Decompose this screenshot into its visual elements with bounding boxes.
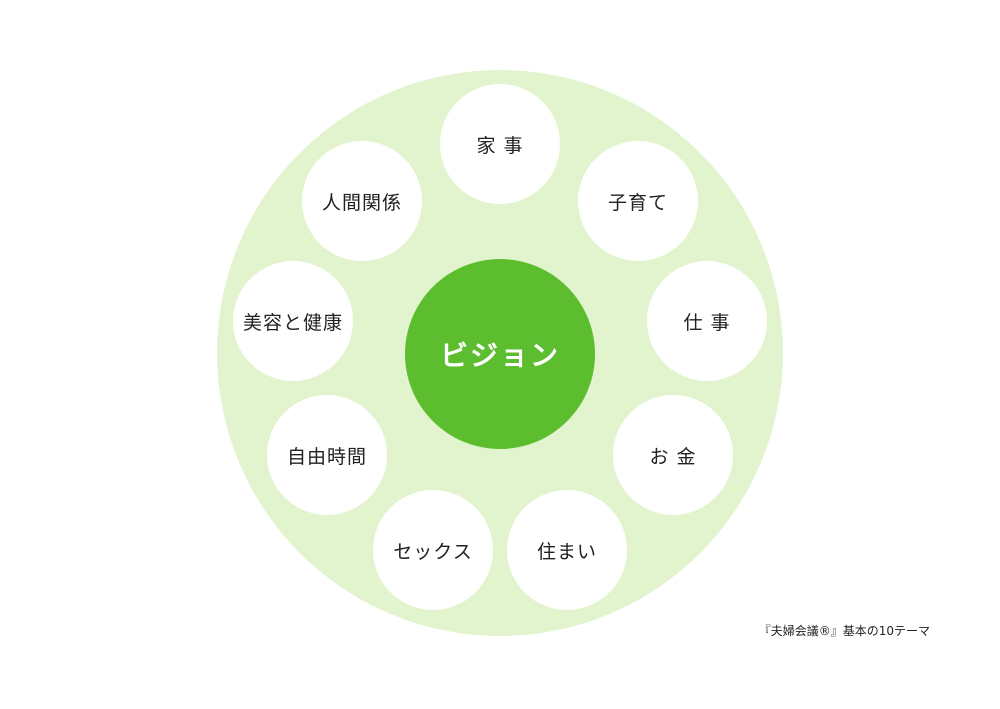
- caption: 『夫婦会議®』基本の10テーマ: [758, 624, 930, 638]
- theme-node-sex: セックス: [373, 490, 493, 610]
- theme-label-relationships: 人間関係: [321, 191, 402, 214]
- theme-node-beauty-health: 美容と健康: [233, 261, 353, 381]
- theme-label-work: 仕 事: [683, 311, 731, 334]
- theme-label-free-time: 自由時間: [286, 445, 367, 468]
- center-node-vision: ビジョン: [405, 259, 595, 449]
- theme-label-housing: 住まい: [536, 540, 597, 563]
- theme-node-childcare: 子育て: [578, 141, 698, 261]
- theme-label-childcare: 子育て: [607, 191, 668, 214]
- theme-label-beauty-health: 美容と健康: [242, 311, 343, 334]
- theme-node-money: お 金: [613, 395, 733, 515]
- theme-node-work: 仕 事: [647, 261, 767, 381]
- theme-label-sex: セックス: [393, 540, 473, 563]
- theme-label-money: お 金: [649, 445, 697, 468]
- theme-node-housework: 家 事: [440, 84, 560, 204]
- theme-node-free-time: 自由時間: [267, 395, 387, 515]
- center-label: ビジョン: [439, 339, 560, 372]
- theme-label-housework: 家 事: [476, 134, 524, 157]
- theme-node-housing: 住まい: [507, 490, 627, 610]
- theme-node-relationships: 人間関係: [302, 141, 422, 261]
